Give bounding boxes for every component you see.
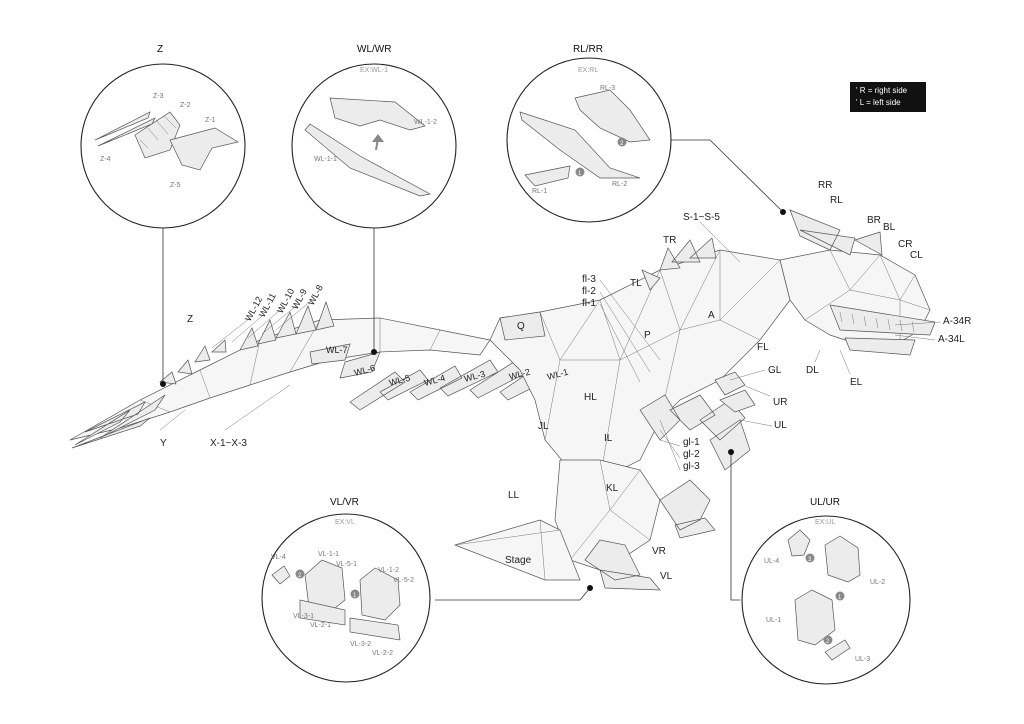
- part-ul3: UL-3: [855, 656, 870, 663]
- part-wl-1-2: WL-1-2: [414, 119, 437, 126]
- tail-spikes: [71, 394, 166, 449]
- callout-wl-example: EX:WL-1: [360, 67, 388, 74]
- callout-rl-example: EX:RL: [578, 67, 598, 74]
- callout-ul: UL/UR EX:UL 3 1 2 UL-4 UL-2 UL-1 UL-3: [741, 497, 911, 685]
- part-wl-1-1: WL-1-1: [314, 156, 337, 163]
- part-ul1: UL-1: [766, 617, 781, 624]
- callout-z-title: Z: [157, 44, 163, 55]
- part-vl-4: VL-4: [271, 554, 286, 561]
- part-z2: Z-2: [180, 102, 191, 109]
- part-z4: Z-4: [100, 156, 111, 163]
- label-tr: TR: [663, 235, 676, 246]
- callout-ul-example: EX:UL: [815, 519, 835, 526]
- label-br: BR: [867, 215, 881, 226]
- part-z5: Z-5: [170, 182, 181, 189]
- label-a34r: A-34R: [943, 316, 971, 327]
- label-stage: Stage: [505, 555, 532, 566]
- part-vl-5-1: VL-5-1: [336, 561, 357, 568]
- label-jl: JL: [538, 421, 549, 432]
- label-rl: RL: [830, 195, 843, 206]
- label-cl: CL: [910, 250, 923, 261]
- label-il: IL: [604, 433, 613, 444]
- label-fl: FL: [757, 342, 769, 353]
- callout-rl: RL/RR EX:RL 1 2 RL-3 RL-1 RL-2: [506, 44, 672, 223]
- callout-rl-title: RL/RR: [573, 44, 603, 55]
- label-kl: KL: [606, 483, 619, 494]
- label-wl8: WL-8: [306, 283, 325, 307]
- label-gl3: gl-3: [683, 461, 700, 472]
- label-rr: RR: [818, 180, 832, 191]
- label-gl2: gl-2: [683, 449, 700, 460]
- step-rl-2: 2: [620, 141, 624, 147]
- label-gl1: gl-1: [683, 437, 700, 448]
- step-vl-2: 2: [298, 573, 302, 579]
- part-vl-3-1: VL-3-1: [293, 613, 314, 620]
- label-vl: VL: [660, 571, 673, 582]
- step-vl-1: 1: [353, 593, 357, 599]
- label-ll: LL: [508, 490, 520, 501]
- callout-vl-example: EX:VL: [335, 519, 355, 526]
- part-rl2: RL-2: [612, 181, 627, 188]
- label-y: Y: [160, 438, 167, 449]
- label-fl3: fl-3: [582, 274, 596, 285]
- label-wl7: WL-7: [326, 345, 348, 355]
- label-ur: UR: [773, 397, 787, 408]
- label-vr: VR: [652, 546, 666, 557]
- label-fl2: fl-2: [582, 286, 596, 297]
- part-vl-5-2: VL-5-2: [393, 577, 414, 584]
- label-p: P: [644, 330, 651, 341]
- side-legend: ' R = right side ' L = left side: [850, 82, 926, 112]
- part-vl-1-1: VL-1-1: [318, 551, 339, 558]
- stage-shape: [453, 519, 581, 581]
- part-ul2: UL-2: [870, 579, 885, 586]
- callout-wl: WL/WR EX:WL-1 WL-1-2 WL-1-1: [291, 44, 457, 229]
- label-a34l: A-34L: [938, 334, 965, 345]
- label-q: Q: [517, 321, 525, 332]
- part-vl-2-2: VL-2-2: [372, 650, 393, 657]
- part-vl-3-2: VL-3-2: [350, 641, 371, 648]
- callout-wl-title: WL/WR: [357, 44, 391, 55]
- step-ul-3: 3: [808, 557, 812, 563]
- label-cr: CR: [898, 239, 912, 250]
- part-ul4: UL-4: [764, 558, 779, 565]
- label-fl1: fl-1: [582, 298, 596, 309]
- callout-vl: VL/VR EX:VL 2 1 VL-4 VL-1-1 VL-5-1 VL-1-…: [261, 497, 431, 683]
- callout-z: Z Z-3 Z-2 Z-1 Z-4 Z-5: [80, 44, 246, 229]
- part-z1: Z-1: [205, 117, 216, 124]
- part-rl1: RL-1: [532, 188, 547, 195]
- label-gl: GL: [768, 365, 782, 376]
- part-vl-1-2: VL-1-2: [378, 567, 399, 574]
- callout-vl-title: VL/VR: [330, 497, 359, 508]
- label-hl: HL: [584, 392, 597, 403]
- part-z3: Z-3: [153, 93, 164, 100]
- part-vl-2-1: VL-2-1: [310, 622, 331, 629]
- label-a: A: [708, 310, 715, 321]
- label-x: X-1~X-3: [210, 438, 247, 449]
- step-ul-1: 1: [838, 595, 842, 601]
- callout-ul-title: UL/UR: [810, 497, 840, 508]
- label-bl: BL: [883, 222, 896, 233]
- step-rl-1: 1: [578, 171, 582, 177]
- step-ul-2: 2: [826, 639, 830, 645]
- label-tl: TL: [630, 278, 642, 289]
- label-s: S-1~S-5: [683, 212, 720, 223]
- part-rl3: RL-3: [600, 85, 615, 92]
- label-z: Z: [187, 314, 193, 325]
- leader-lines: [159, 139, 941, 601]
- dinosaur-model: [69, 209, 936, 591]
- label-ul: UL: [774, 420, 787, 431]
- label-el: EL: [850, 377, 863, 388]
- legend-right: ' R = right side: [856, 86, 908, 95]
- label-dl: DL: [806, 365, 819, 376]
- legend-left: ' L = left side: [856, 98, 901, 107]
